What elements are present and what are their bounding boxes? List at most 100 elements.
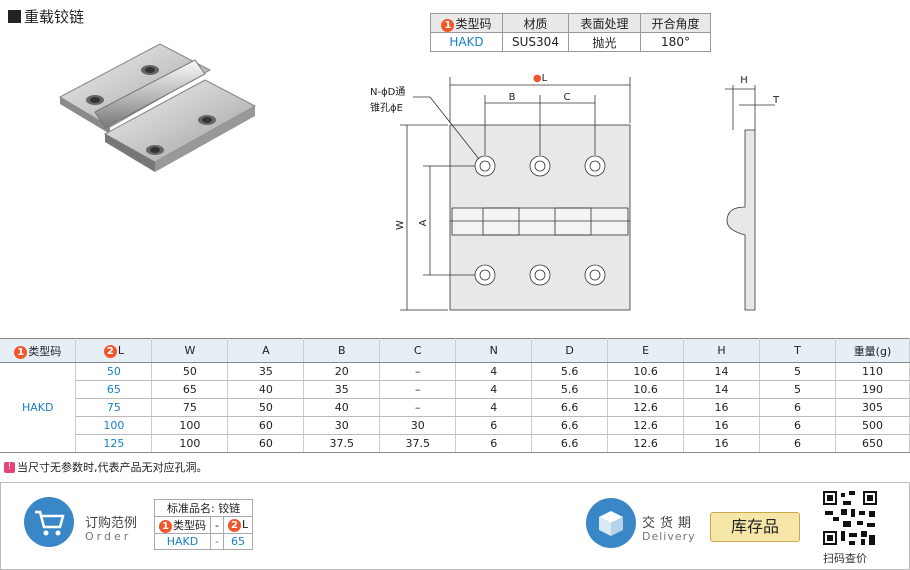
table-cell: 40 [303,398,381,417]
spec-cell-surface: 抛光 [568,32,641,52]
table-cell: 35 [227,362,305,381]
dim-H-label: H [740,75,748,86]
spec-cell-angle: 180° [640,32,711,52]
table-cell: 4 [455,362,533,381]
qr-label: 扫码查价 [823,552,867,565]
model-cell: HAKD [0,362,77,453]
table-cell: 16 [683,398,761,417]
table-cell: 6 [455,434,533,453]
table-cell: – [379,380,457,399]
table-cell: 10.6 [607,362,685,381]
table-cell: 6 [455,416,533,435]
table-cell: 14 [683,380,761,399]
stock-badge[interactable]: 库存品 [710,512,800,542]
dim-header-H: H [683,338,761,363]
table-cell: 100 [75,416,153,435]
hole-label-1: N-ϕD通 [370,86,405,98]
table-cell: – [379,398,457,417]
spec-cell-material: SUS304 [502,32,569,52]
std-name: 标准品名: 铰链 [153,499,254,517]
table-cell: 4 [455,380,533,399]
table-cell: 37.5 [379,434,457,453]
dim-header-A: A [227,338,305,363]
spec-header-surface: 表面处理 [568,13,641,33]
table-cell: 50 [151,362,229,381]
table-cell: 6.6 [531,416,609,435]
table-cell: 190 [835,380,910,399]
delivery-subtitle: Delivery [642,530,696,543]
dim-A-label: A [418,219,429,226]
table-cell: 65 [151,380,229,399]
table-cell: – [379,362,457,381]
table-cell: 10.6 [607,380,685,399]
table-cell: 50 [75,362,153,381]
dim-header-B: B [303,338,381,363]
table-cell: 75 [75,398,153,417]
table-cell: 305 [835,398,910,417]
table-cell: 16 [683,434,761,453]
table-cell: 40 [227,380,305,399]
table-cell: 100 [151,434,229,453]
warning-icon: ! [4,461,15,473]
cart-icon [24,497,74,547]
table-cell: 20 [303,362,381,381]
order-col-sep: - [210,516,224,534]
table-cell: 6.6 [531,434,609,453]
dim-T-label: T [772,95,780,106]
table-cell: 6.6 [531,398,609,417]
dim-header-C: C [379,338,457,363]
table-cell: 50 [227,398,305,417]
dim-header-D: D [531,338,609,363]
spec-cell-type: HAKD [430,32,503,52]
order-example-subtitle: Order [85,530,132,543]
table-cell: 500 [835,416,910,435]
page-title: 重载铰链 [8,6,84,27]
table-cell: 6 [759,434,836,453]
table-cell: 12.6 [607,398,685,417]
dim-B-label: B [509,92,516,103]
dim-C-label: C [564,92,571,103]
dim-header-E: E [607,338,685,363]
order-val-L: 65 [222,533,254,550]
table-cell: 30 [379,416,457,435]
hole-label-2: 锥孔ϕE [370,102,403,114]
table-cell: 5.6 [531,362,609,381]
table-cell: 5 [759,362,836,381]
spec-header-angle: 开合角度 [640,13,711,33]
table-cell: 650 [835,434,910,453]
table-cell: 65 [75,380,153,399]
dim-header-W: W [151,338,229,363]
table-cell: 14 [683,362,761,381]
qr-code-icon[interactable] [821,489,879,547]
table-cell: 16 [683,416,761,435]
delivery-box-icon [586,498,636,548]
table-cell: 6 [759,398,836,417]
table-cell: 100 [151,416,229,435]
dim-header-T: T [759,338,836,363]
dim-header-weight: 重量(g) [835,338,910,363]
table-cell: 30 [303,416,381,435]
technical-drawing: ●L B C W A N-ϕD通 锥孔ϕE H T [370,73,780,311]
table-cell: 60 [227,434,305,453]
table-cell: 75 [151,398,229,417]
order-example-title: 订购范例 [85,516,138,531]
title-square-icon [8,10,21,23]
dim-header-N: N [455,338,533,363]
table-cell: 4 [455,398,533,417]
table-cell: 37.5 [303,434,381,453]
table-cell: 12.6 [607,416,685,435]
order-val-type: HAKD [154,533,211,550]
